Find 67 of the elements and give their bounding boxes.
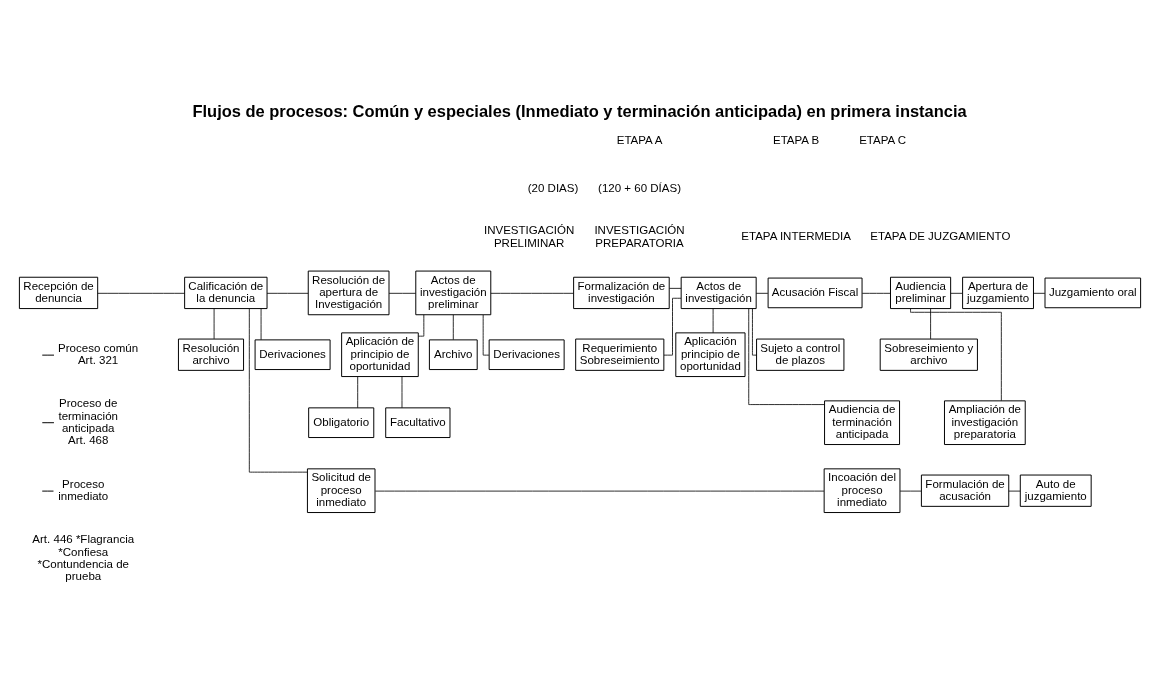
connector — [97, 292, 185, 294]
node-box: Auto de juzgamiento — [1019, 474, 1092, 507]
node-box: Juzgamiento oral — [1044, 277, 1142, 308]
connector — [712, 307, 714, 333]
diagram-title: Flujos de procesos: Común y especiales (Inmediato y terminación anticipada) en primera instancia — [192, 101, 967, 120]
connector — [452, 313, 454, 340]
node-box: Formulación de acusación — [920, 474, 1010, 507]
node-box: Derivaciones — [488, 338, 565, 370]
label: (120 + 60 DÍAS) — [598, 181, 681, 194]
legend-label: Proceso común Art. 321 — [58, 341, 139, 366]
label: ETAPA DE JUZGAMIENTO — [870, 229, 1011, 242]
node-box: Facultativo — [385, 406, 451, 438]
connector — [213, 307, 215, 339]
connector — [490, 292, 574, 294]
node-box: Resolución de apertura de Investigación — [307, 270, 390, 315]
connector — [669, 287, 682, 289]
legend-label: Proceso de terminación anticipada Art. 468 — [58, 396, 118, 446]
label: INVESTIGACIÓN PREPARATORIA — [594, 223, 685, 249]
connector — [401, 375, 403, 408]
connector — [266, 292, 309, 294]
node-box: Ampliación de investigación preparatoria — [943, 399, 1026, 445]
node-box: Actos de investigación preliminar — [415, 270, 492, 315]
node-box: Apertura de juzgamiento — [962, 276, 1034, 309]
node-box: Requerimiento Sobreseimiento — [575, 338, 665, 371]
connector — [1033, 292, 1046, 294]
node-box: Recepción de denuncia — [18, 276, 99, 309]
connector — [910, 308, 1002, 401]
node-box: Audiencia de terminación anticipada — [824, 399, 901, 445]
connector — [357, 375, 359, 408]
connector — [755, 292, 769, 294]
connector — [374, 490, 825, 492]
node-box: Aplicación de principio de oportunidad — [341, 331, 419, 377]
node-box: Actos de investigación — [680, 276, 757, 309]
connector — [930, 307, 931, 339]
connector — [861, 292, 891, 294]
connector — [899, 490, 922, 492]
connector — [752, 307, 757, 356]
label: ETAPA C — [859, 133, 907, 146]
node-box: Acusación Fiscal — [767, 277, 863, 308]
label: ETAPA A — [616, 133, 663, 146]
connector — [482, 314, 490, 356]
node-box: Aplicación principio de oportunidad — [675, 331, 746, 377]
connector — [248, 307, 308, 473]
node-box: Derivaciones — [254, 338, 331, 370]
label: ETAPA INTERMEDIA — [741, 229, 851, 242]
node-box: Formalización de investigación — [573, 276, 670, 309]
node-box: Audiencia preliminar — [890, 276, 952, 309]
label: (20 DIAS) — [527, 181, 579, 194]
label: ETAPA B — [772, 133, 820, 146]
label: INVESTIGACIÓN PRELIMINAR — [484, 223, 575, 249]
node-box: Calificación de la denuncia — [184, 276, 268, 309]
connector — [388, 292, 417, 294]
node-box: Obligatorio — [308, 406, 375, 438]
connector — [748, 307, 825, 405]
node-box: Incoación del proceso inmediato — [823, 467, 901, 513]
node-box: Sujeto a control de plazos — [756, 338, 845, 371]
connector — [1008, 490, 1021, 492]
legend-label: Proceso inmediato — [58, 477, 109, 502]
node-box: Resolución archivo — [177, 338, 245, 371]
node-box: Sobreseimiento y archivo — [879, 338, 978, 371]
connector — [260, 307, 262, 340]
label: Art. 446 *Flagrancia *Confiesa *Contundencia de prueba — [32, 532, 135, 582]
connector — [950, 292, 963, 294]
node-box: Archivo — [428, 338, 478, 370]
connector — [663, 297, 682, 356]
connector — [418, 313, 425, 337]
node-box: Solicitud de proceso inmediato — [306, 467, 376, 513]
